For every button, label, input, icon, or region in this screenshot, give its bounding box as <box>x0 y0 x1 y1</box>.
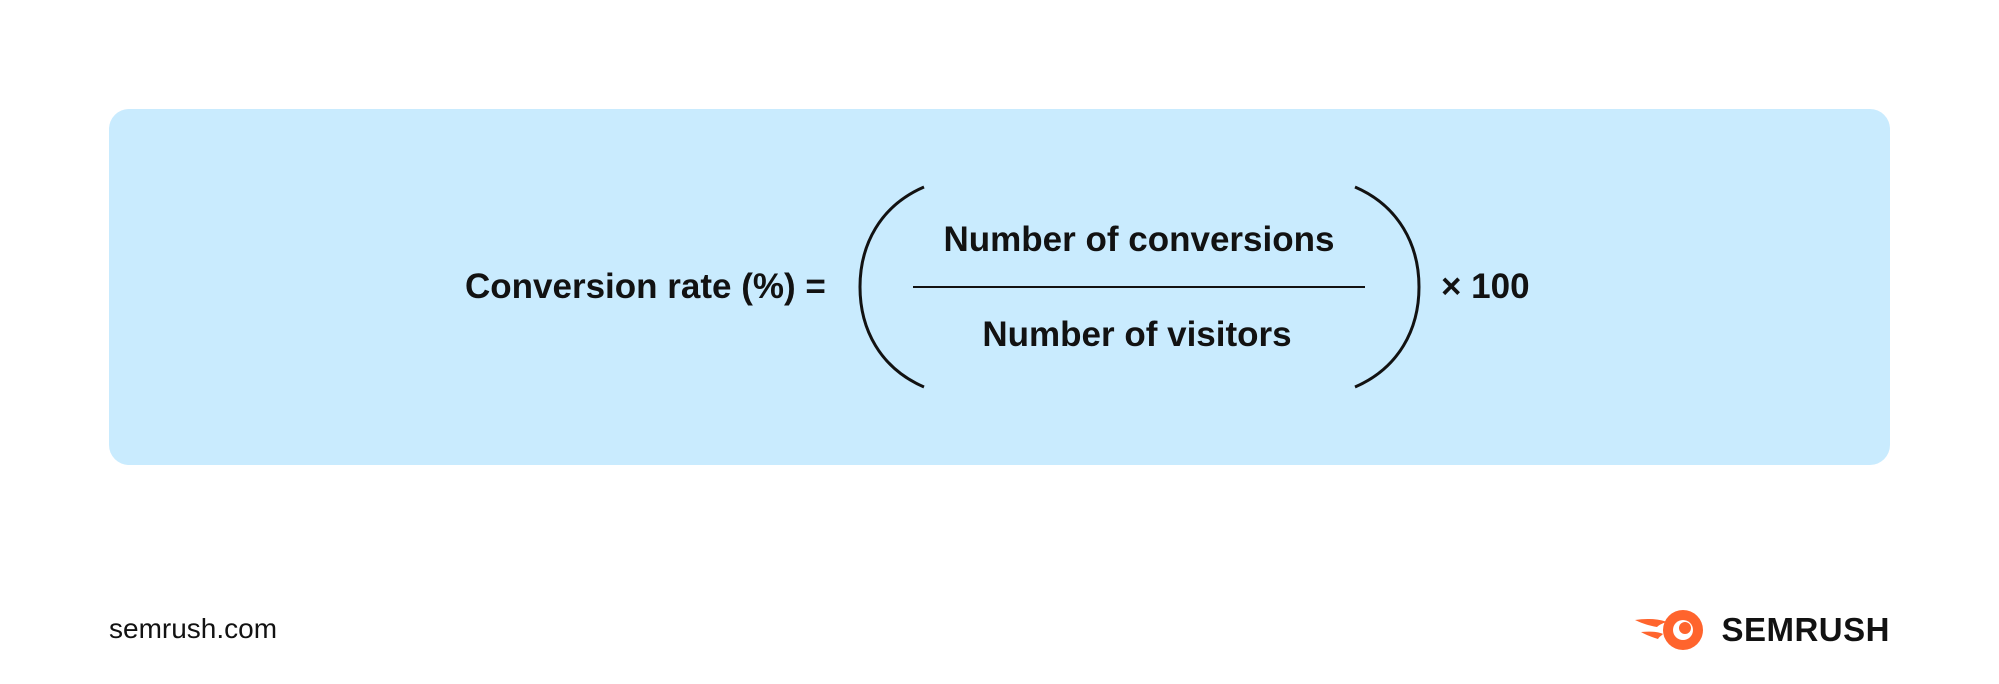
brand-wordmark: SEMRUSH <box>1721 611 1890 648</box>
formula-numerator: Number of conversions <box>944 220 1335 259</box>
right-parenthesis-curve <box>1354 185 1421 389</box>
formula-multiplier: × 100 <box>1441 267 1530 306</box>
formula-denominator: Number of visitors <box>982 315 1291 354</box>
footer-url: semrush.com <box>109 613 278 644</box>
formula-lhs: Conversion rate (%) = <box>465 267 826 306</box>
left-parenthesis-curve <box>858 185 925 389</box>
semrush-flame-icon <box>1635 610 1704 650</box>
brand-logo: SEMRUSH <box>1633 606 1890 654</box>
